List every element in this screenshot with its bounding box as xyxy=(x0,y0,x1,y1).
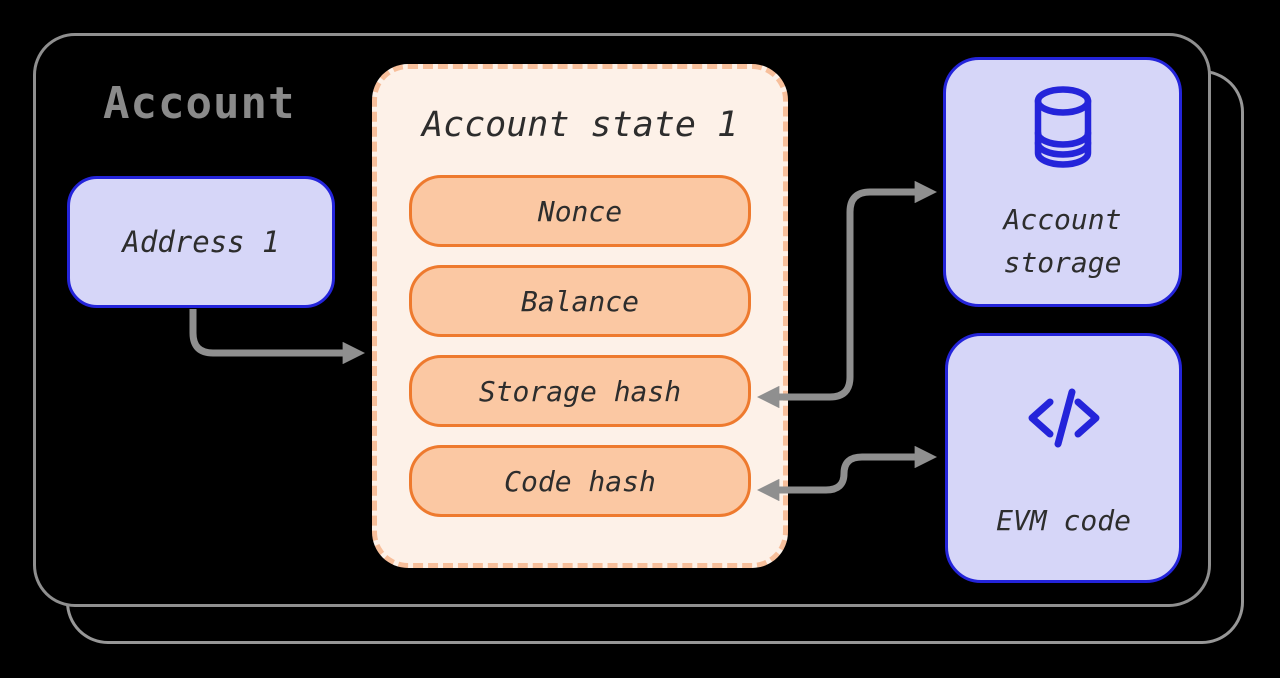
account-state-title: Account state 1 xyxy=(421,105,739,145)
state-field-code-hash: Code hash xyxy=(409,445,751,517)
address-box: Address 1 xyxy=(67,176,335,308)
evm-code-label: EVM code xyxy=(996,504,1131,537)
card-title: Account xyxy=(103,78,296,129)
database-icon xyxy=(1031,86,1095,172)
account-state-box: Account state 1 Nonce Balance Storage ha… xyxy=(372,64,788,568)
code-icon xyxy=(1022,388,1106,452)
state-field-storage-hash: Storage hash xyxy=(409,355,751,427)
account-storage-box: Account storage xyxy=(943,57,1182,307)
state-field-balance: Balance xyxy=(409,265,751,337)
account-storage-label: Account storage xyxy=(1003,203,1122,279)
address-label: Address 1 xyxy=(122,225,280,259)
state-field-stack: Nonce Balance Storage hash Code hash xyxy=(377,175,783,517)
state-field-nonce: Nonce xyxy=(409,175,751,247)
evm-code-box: EVM code xyxy=(945,333,1182,583)
